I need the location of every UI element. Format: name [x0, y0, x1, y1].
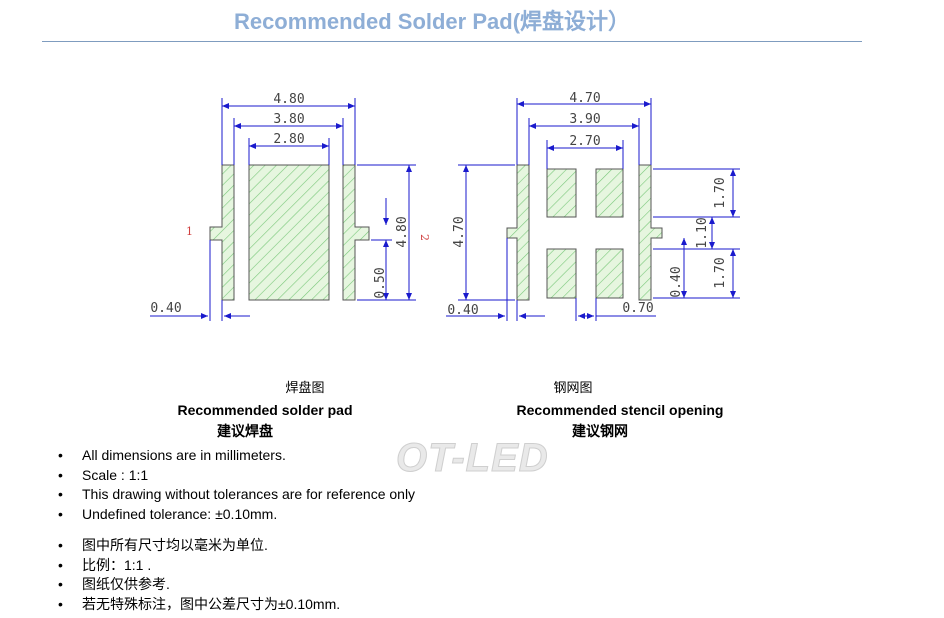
solder-pad-drawing: 4.80 3.80 2.80 4.80 0.50 0.40 1 2: [150, 92, 431, 321]
stencil-caption-cn-bold: 建议钢网: [572, 423, 628, 439]
stencil-label-overall-width: 4.70: [569, 91, 600, 106]
solder-pad-caption-cn-bold: 建议焊盘: [217, 423, 273, 439]
list-item: 图纸仅供参考.: [58, 575, 340, 595]
dim-label-height: 4.80: [395, 216, 410, 247]
stencil-label-tab-height: 0.40: [669, 266, 684, 297]
list-item: All dimensions are in millimeters.: [58, 446, 415, 466]
stencil-label-inner-width: 2.70: [569, 134, 600, 149]
dim-label-tab-height: 0.50: [373, 267, 388, 298]
solder-pad-caption-cn: 焊盘图: [285, 380, 325, 395]
list-item: Scale : 1:1: [58, 466, 415, 486]
stencil-window-top-left: [546, 168, 577, 218]
left-pad: [209, 164, 235, 301]
stencil-label-window-width: 0.70: [622, 301, 653, 316]
ot-led-watermark-logo: OT-LED: [396, 436, 549, 481]
dim-label-outer-gap: 3.80: [273, 112, 304, 127]
stencil-caption-cn: 钢网图: [553, 380, 593, 395]
notes-chinese: 图中所有尺寸均以毫米为单位. 比例：1:1 . 图纸仅供参考. 若无特殊标注，图…: [58, 536, 340, 614]
stencil-label-window-bottom: 1.70: [713, 257, 728, 288]
title-divider: [42, 41, 862, 42]
stencil-left-pad: [506, 164, 530, 301]
pin-2-label: 2: [418, 234, 431, 241]
stencil-window-top-right: [595, 168, 624, 218]
dim-label-center-pad-width: 2.80: [273, 132, 304, 147]
stencil-right-pad: [638, 164, 663, 301]
stencil-label-outer-gap: 3.90: [569, 112, 600, 127]
list-item: Undefined tolerance: ±0.10mm.: [58, 505, 415, 525]
dim-label-overall-width: 4.80: [273, 92, 304, 107]
stencil-caption-en: Recommended stencil opening: [516, 402, 724, 418]
dim-label-tab-width: 0.40: [150, 301, 181, 316]
right-pad: [342, 164, 370, 301]
list-item: 若无特殊标注，图中公差尺寸为±0.10mm.: [58, 595, 340, 615]
list-item: 图中所有尺寸均以毫米为单位.: [58, 536, 340, 556]
drawings-canvas: 4.80 3.80 2.80 4.80 0.50 0.40 1 2: [150, 91, 740, 321]
pin-1-label: 1: [186, 225, 193, 238]
list-item: This drawing without tolerances are for …: [58, 485, 415, 505]
solder-pad-caption-en: Recommended solder pad: [177, 402, 353, 418]
page-title: Recommended Solder Pad(焊盘设计）: [233, 9, 631, 34]
stencil-drawing: 4.70 3.90 2.70 4.70 1.70 1.10 1.70 0.40 …: [446, 91, 740, 321]
center-pad: [248, 164, 330, 301]
stencil-label-window-gap: 1.10: [695, 217, 710, 248]
stencil-label-tab-width: 0.40: [447, 303, 478, 318]
notes-english: All dimensions are in millimeters. Scale…: [58, 446, 415, 524]
stencil-label-height: 4.70: [452, 216, 467, 247]
stencil-window-bottom-left: [546, 248, 577, 299]
list-item: 比例：1:1 .: [58, 556, 340, 576]
stencil-window-bottom-right: [595, 248, 624, 299]
stencil-label-window-top: 1.70: [713, 177, 728, 208]
